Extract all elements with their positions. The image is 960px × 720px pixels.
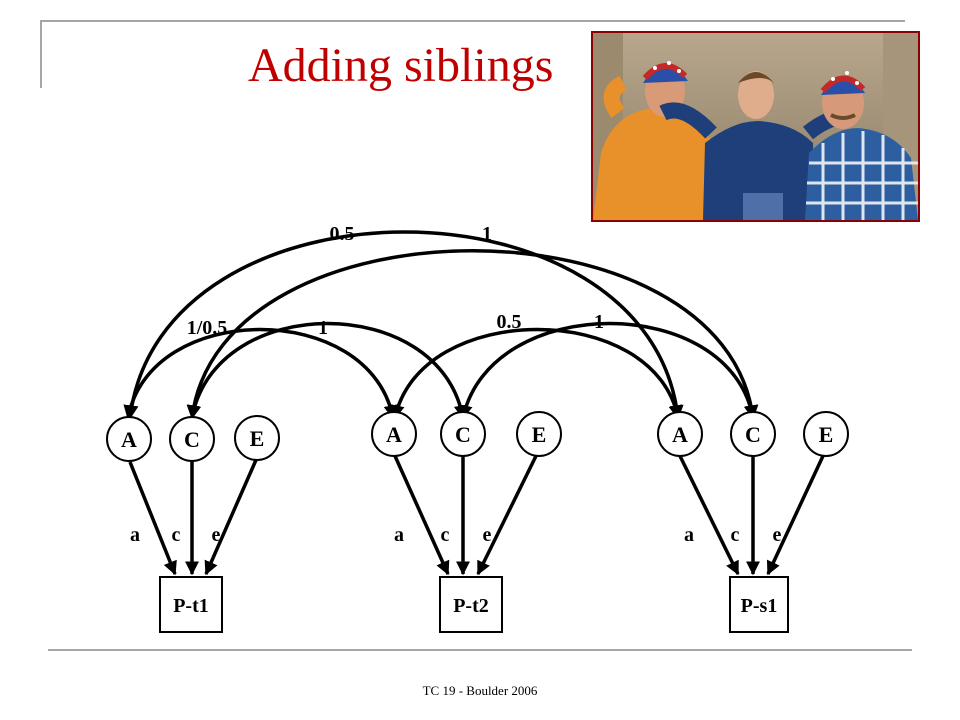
slide-footer: TC 19 - Boulder 2006 <box>422 683 538 698</box>
arc-C1-C3 <box>186 249 759 420</box>
latent-A-s1-label: A <box>672 422 688 447</box>
path-label-c-t1: c <box>172 524 181 546</box>
path-e-t1 <box>204 459 258 576</box>
observed-box-t1 <box>159 576 223 633</box>
arc-A1-A2 <box>123 327 398 420</box>
latent-A-t2-label: A <box>386 422 402 447</box>
latent-C-t2-label: C <box>455 422 471 447</box>
arc-A2-A3 <box>390 327 683 420</box>
corr-label-top-left: 0.5 <box>330 223 355 245</box>
latent-E-t2-label: E <box>532 422 547 447</box>
path-label-e-t1: e <box>212 524 221 546</box>
latent-C-t2 <box>440 411 486 457</box>
path-label-c-t2: c <box>441 524 450 546</box>
corr-label-mid-left: 1/0.5 <box>187 317 228 339</box>
observed-label-t2: P-t2 <box>453 595 489 617</box>
latent-E-t1 <box>234 415 280 461</box>
corr-label-top-right: 1 <box>482 223 492 245</box>
latent-C-s1 <box>730 411 776 457</box>
observed-box-t2 <box>439 576 503 633</box>
latent-E-t1-label: E <box>250 426 265 451</box>
path-label-a-t2: a <box>394 524 404 546</box>
slide-title: Adding siblings <box>248 39 554 92</box>
path-label-e-s1: e <box>773 524 782 546</box>
latent-A-t2 <box>371 411 417 457</box>
path-e-s1 <box>766 455 825 576</box>
arc-C2-C3 <box>458 321 758 420</box>
latent-E-t2 <box>516 411 562 457</box>
latent-E-s1 <box>803 411 849 457</box>
path-a-s1 <box>678 455 740 576</box>
latent-A-s1 <box>657 411 703 457</box>
latent-C-t1-label: C <box>184 427 200 452</box>
latent-A-t1-label: A <box>121 427 137 452</box>
latent-A-t1 <box>106 416 152 462</box>
latent-C-t1 <box>169 416 215 462</box>
corr-label-mid2-right: 1 <box>594 311 604 333</box>
siblings-photo <box>591 31 920 222</box>
path-a-t2 <box>393 455 450 576</box>
path-e-t2 <box>476 455 538 576</box>
path-a-t1 <box>128 461 177 576</box>
observed-label-t1: P-t1 <box>173 595 209 617</box>
arc-C1-C2 <box>187 321 468 420</box>
left-vertical-rule <box>40 20 42 88</box>
path-label-e-t2: e <box>483 524 492 546</box>
top-rule <box>40 20 905 22</box>
corr-label-mid-right: 1 <box>318 317 328 339</box>
corr-label-mid2-left: 0.5 <box>497 311 522 333</box>
observed-box-s1 <box>729 576 789 633</box>
latent-E-s1-label: E <box>819 422 834 447</box>
path-label-c-s1: c <box>731 524 740 546</box>
latent-C-s1-label: C <box>745 422 761 447</box>
bottom-rule <box>48 649 912 651</box>
path-label-a-s1: a <box>684 524 694 546</box>
observed-label-s1: P-s1 <box>741 595 778 617</box>
photo-three-men-with-eeg-caps <box>593 33 918 220</box>
path-label-a-t1: a <box>130 524 140 546</box>
